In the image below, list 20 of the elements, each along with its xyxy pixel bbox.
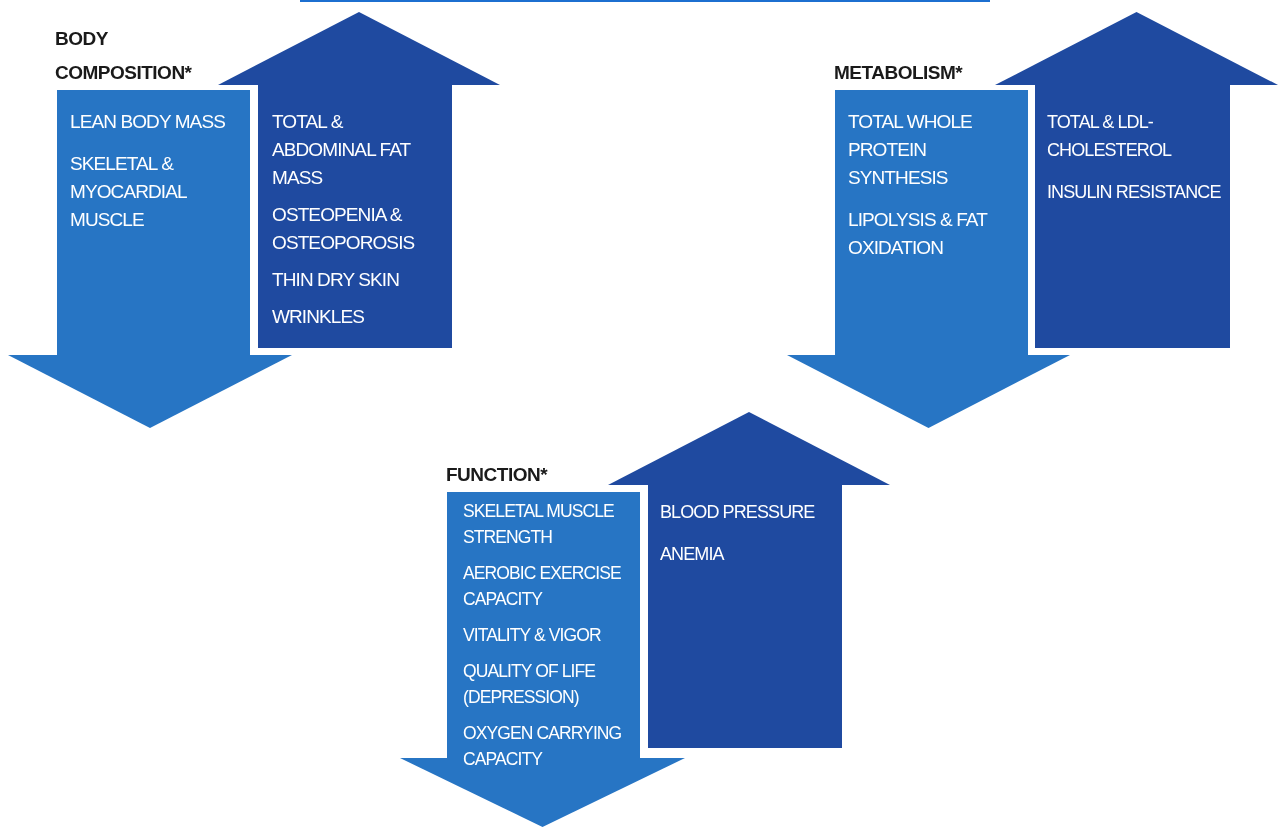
effect-label: TOTAL & ABDOMINAL FAT MASS: [272, 110, 412, 190]
effect-label: SKELETAL MUSCLE STRENGTH: [463, 500, 615, 549]
category-heading: METABOLISM*: [834, 61, 964, 85]
effect-label: TOTAL WHOLE PROTEIN SYNTHESIS: [848, 110, 973, 190]
category-heading: FUNCTION*: [446, 463, 549, 487]
effect-label: QUALITY OF LIFE (DEPRESSION): [463, 660, 597, 709]
effect-label: OSTEOPENIA & OSTEOPOROSIS: [272, 203, 416, 255]
effect-label: BLOOD PRESSURE: [660, 501, 816, 524]
category-heading: BODY COMPOSITION*: [55, 27, 193, 85]
effect-label: ANEMIA: [660, 543, 726, 566]
effect-label: TOTAL & LDL-CHOLESTEROL: [1047, 111, 1173, 162]
effect-label: WRINKLES: [272, 305, 366, 329]
effect-label: INSULIN RESISTANCE: [1047, 181, 1222, 204]
effect-label: OXYGEN CARRYING CAPACITY: [463, 722, 623, 771]
effect-label: LIPOLYSIS & FAT OXIDATION: [848, 208, 989, 260]
effect-label: AEROBIC EXERCISE CAPACITY: [463, 562, 622, 611]
effect-label: SKELETAL & MYOCARDIAL MUSCLE: [70, 152, 188, 232]
effect-label: THIN DRY SKIN: [272, 268, 400, 292]
effect-label: VITALITY & VIGOR: [463, 624, 602, 647]
effect-label: LEAN BODY MASS: [70, 110, 226, 134]
